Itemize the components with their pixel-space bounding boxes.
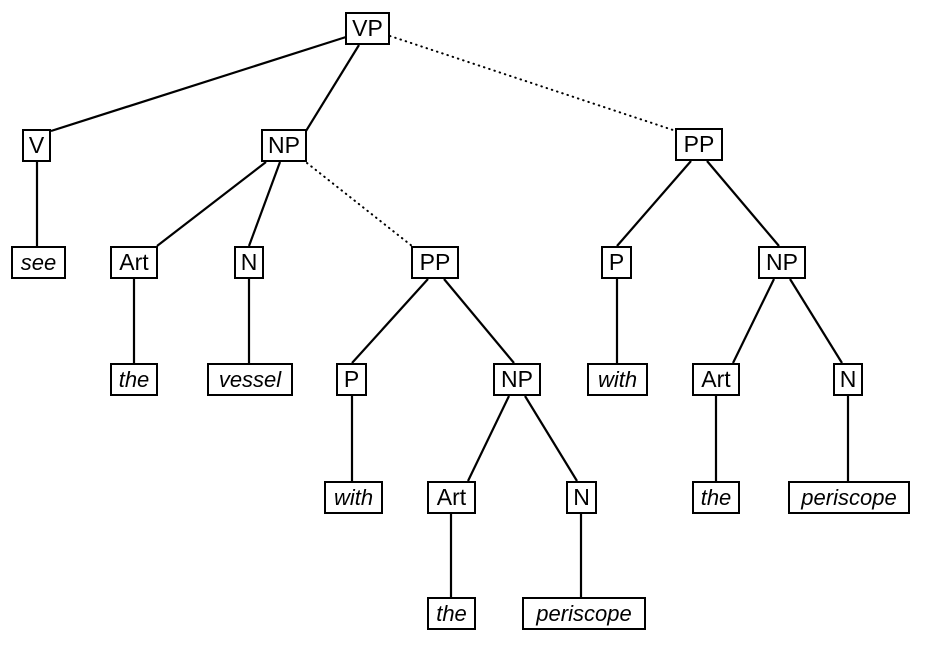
tree-node-V: V: [22, 129, 51, 162]
tree-node-with_mid: with: [324, 481, 383, 514]
tree-node-P_right: P: [601, 246, 632, 279]
tree-node-vessel: vessel: [207, 363, 293, 396]
tree-node-VP: VP: [345, 12, 390, 45]
tree-node-periscope_mid: periscope: [522, 597, 646, 630]
tree-edge-NP_mid-to-Art_mid: [467, 395, 510, 482]
tree-node-with_right: with: [587, 363, 648, 396]
tree-node-the_mid: the: [427, 597, 476, 630]
tree-node-NP1: NP: [261, 129, 307, 162]
tree-edge-NP_mid-to-N_mid: [524, 395, 578, 482]
tree-node-see: see: [11, 246, 66, 279]
tree-edge-PP_mid-to-NP_mid: [443, 278, 515, 364]
tree-edge-PP_mid-to-P_mid: [351, 278, 429, 364]
tree-node-N_right: N: [833, 363, 863, 396]
tree-edge-PP_right-to-NP_right: [706, 160, 780, 247]
tree-node-Art_right: Art: [692, 363, 740, 396]
tree-edge-NP_right-to-Art_right: [732, 278, 775, 364]
tree-edge-NP_right-to-N_right: [789, 278, 843, 364]
tree-edge-VP-to-V: [50, 35, 347, 133]
tree-node-periscope_right: periscope: [788, 481, 910, 514]
tree-edge-PP_right-to-P_right: [616, 160, 692, 247]
tree-node-NP_mid: NP: [493, 363, 541, 396]
tree-node-Art_mid: Art: [427, 481, 476, 514]
tree-edge-VP-to-PP_right: [389, 35, 677, 132]
tree-edge-NP1-to-PP_mid: [306, 162, 413, 247]
tree-node-PP_right: PP: [675, 128, 723, 161]
tree-node-P_mid: P: [336, 363, 367, 396]
tree-node-the_right: the: [692, 481, 740, 514]
tree-node-Art1: Art: [110, 246, 158, 279]
tree-edge-VP-to-NP1: [305, 44, 360, 132]
tree-node-the1: the: [110, 363, 158, 396]
tree-node-PP_mid: PP: [411, 246, 459, 279]
tree-node-NP_right: NP: [758, 246, 806, 279]
tree-node-N_mid: N: [566, 481, 597, 514]
tree-edge-NP1-to-N1: [247, 161, 282, 247]
tree-edge-NP1-to-Art1: [156, 161, 267, 247]
tree-node-N1: N: [234, 246, 264, 279]
